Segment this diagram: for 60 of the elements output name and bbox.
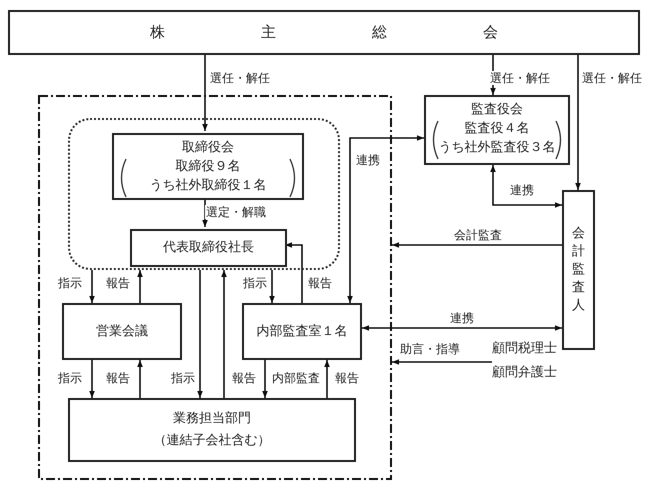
edge-label: 助言・指導 xyxy=(399,342,461,356)
box-text: 取締役９名 xyxy=(174,159,242,175)
org-box xyxy=(562,190,595,350)
arrow xyxy=(575,55,581,190)
box-text: 内部監査室１名 xyxy=(256,324,348,340)
edge-label: 指示 xyxy=(57,371,83,385)
side-text: 顧問弁護士 xyxy=(492,365,556,381)
edge-label: 報告 xyxy=(231,371,257,385)
arrow xyxy=(490,165,562,208)
edge-label: 選任・解任 xyxy=(581,71,643,85)
box-text: 業務担当部門 xyxy=(172,411,252,427)
edge-label: 連携 xyxy=(449,311,475,325)
arrow xyxy=(202,198,208,227)
org-box xyxy=(68,398,356,462)
box-title: 株主総会 xyxy=(149,24,595,40)
arrow xyxy=(324,360,330,398)
org-box xyxy=(242,303,362,360)
edge-label: 選任・解任 xyxy=(489,71,551,85)
arrow xyxy=(89,270,95,303)
org-box xyxy=(112,133,304,200)
arrow xyxy=(392,242,562,248)
arrow xyxy=(137,360,143,398)
box-text: 代表取締役社長 xyxy=(162,240,255,256)
box-text: 監査役４名 xyxy=(464,121,530,137)
arrow xyxy=(269,270,275,303)
edge-label: 報告 xyxy=(105,276,131,290)
edge-label: 選定・解職 xyxy=(205,205,267,219)
box-text: 会計監査人 xyxy=(572,225,586,315)
edge-label: 連携 xyxy=(509,183,535,197)
org-box xyxy=(130,229,287,267)
arrow xyxy=(137,270,143,303)
box-text: うち社外監査役３名 xyxy=(438,140,556,156)
org-box xyxy=(424,95,570,165)
org-box xyxy=(62,303,182,360)
edge-label: 報告 xyxy=(307,276,333,290)
edge-label: 指示 xyxy=(170,371,196,385)
arrow xyxy=(285,242,303,303)
arrow xyxy=(89,360,95,398)
box-text: 営業会議 xyxy=(95,324,149,340)
org-box xyxy=(8,10,640,55)
arrow xyxy=(392,359,492,365)
box-text: （連結子会社含む） xyxy=(152,433,272,449)
edge-label: 会計監査 xyxy=(453,228,503,242)
edge-label: 指示 xyxy=(57,276,83,290)
arrow xyxy=(362,325,562,331)
box-title: 監査役会 xyxy=(470,102,524,118)
arrow xyxy=(262,360,268,398)
edge-label: 報告 xyxy=(334,371,360,385)
edge-label: 連携 xyxy=(355,153,381,167)
arrow xyxy=(197,270,203,398)
box-title: 取締役会 xyxy=(181,140,235,156)
edge-label: 指示 xyxy=(242,276,268,290)
box-text: うち社外取締役１名 xyxy=(148,178,268,194)
arrow xyxy=(347,135,424,303)
edge-label: 報告 xyxy=(105,371,131,385)
edge-label: 内部監査 xyxy=(271,371,321,385)
edge-label: 選任・解任 xyxy=(209,71,271,85)
side-text: 顧問税理士 xyxy=(492,341,556,357)
arrow xyxy=(202,55,208,131)
arrow xyxy=(221,270,227,398)
